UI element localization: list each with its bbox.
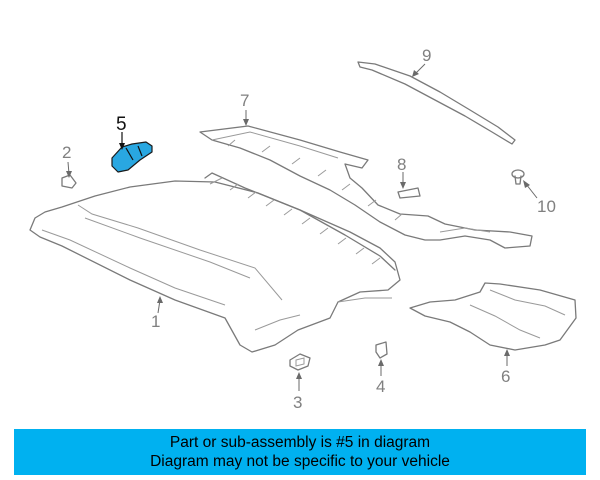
callout-7: 7 xyxy=(240,91,249,110)
callout-5: 5 xyxy=(116,114,127,135)
part-3-clip xyxy=(289,353,311,371)
callout-1: 1 xyxy=(151,312,160,331)
part-6-package-trim xyxy=(409,282,577,351)
part-4-clip xyxy=(375,341,388,359)
callout-10: 10 xyxy=(537,197,556,216)
callout-3: 3 xyxy=(293,393,302,412)
callout-6: 6 xyxy=(501,367,510,386)
part-1-headliner xyxy=(29,180,401,353)
part-10-pin xyxy=(511,169,525,185)
part-5-bracket-highlighted xyxy=(111,141,153,173)
callout-labels: 1 2 3 4 6 7 8 9 10 5 xyxy=(62,46,556,412)
banner-line-1: Part or sub-assembly is #5 in diagram xyxy=(169,434,431,451)
part-7-side-rail xyxy=(199,125,533,249)
callout-4: 4 xyxy=(376,377,385,396)
part-9-molding xyxy=(357,61,516,145)
callout-8: 8 xyxy=(397,155,406,174)
leader-lines xyxy=(66,63,538,391)
callout-9: 9 xyxy=(422,46,431,65)
parts-diagram: 1 2 3 4 6 7 8 9 10 5 xyxy=(29,46,577,412)
part-1-rear-edge xyxy=(204,172,396,271)
part-8-pad xyxy=(397,187,421,199)
callout-2: 2 xyxy=(62,143,71,162)
banner-line-2: Diagram may not be specific to your vehi… xyxy=(150,453,450,470)
info-banner: Part or sub-assembly is #5 in diagram Di… xyxy=(14,429,586,475)
